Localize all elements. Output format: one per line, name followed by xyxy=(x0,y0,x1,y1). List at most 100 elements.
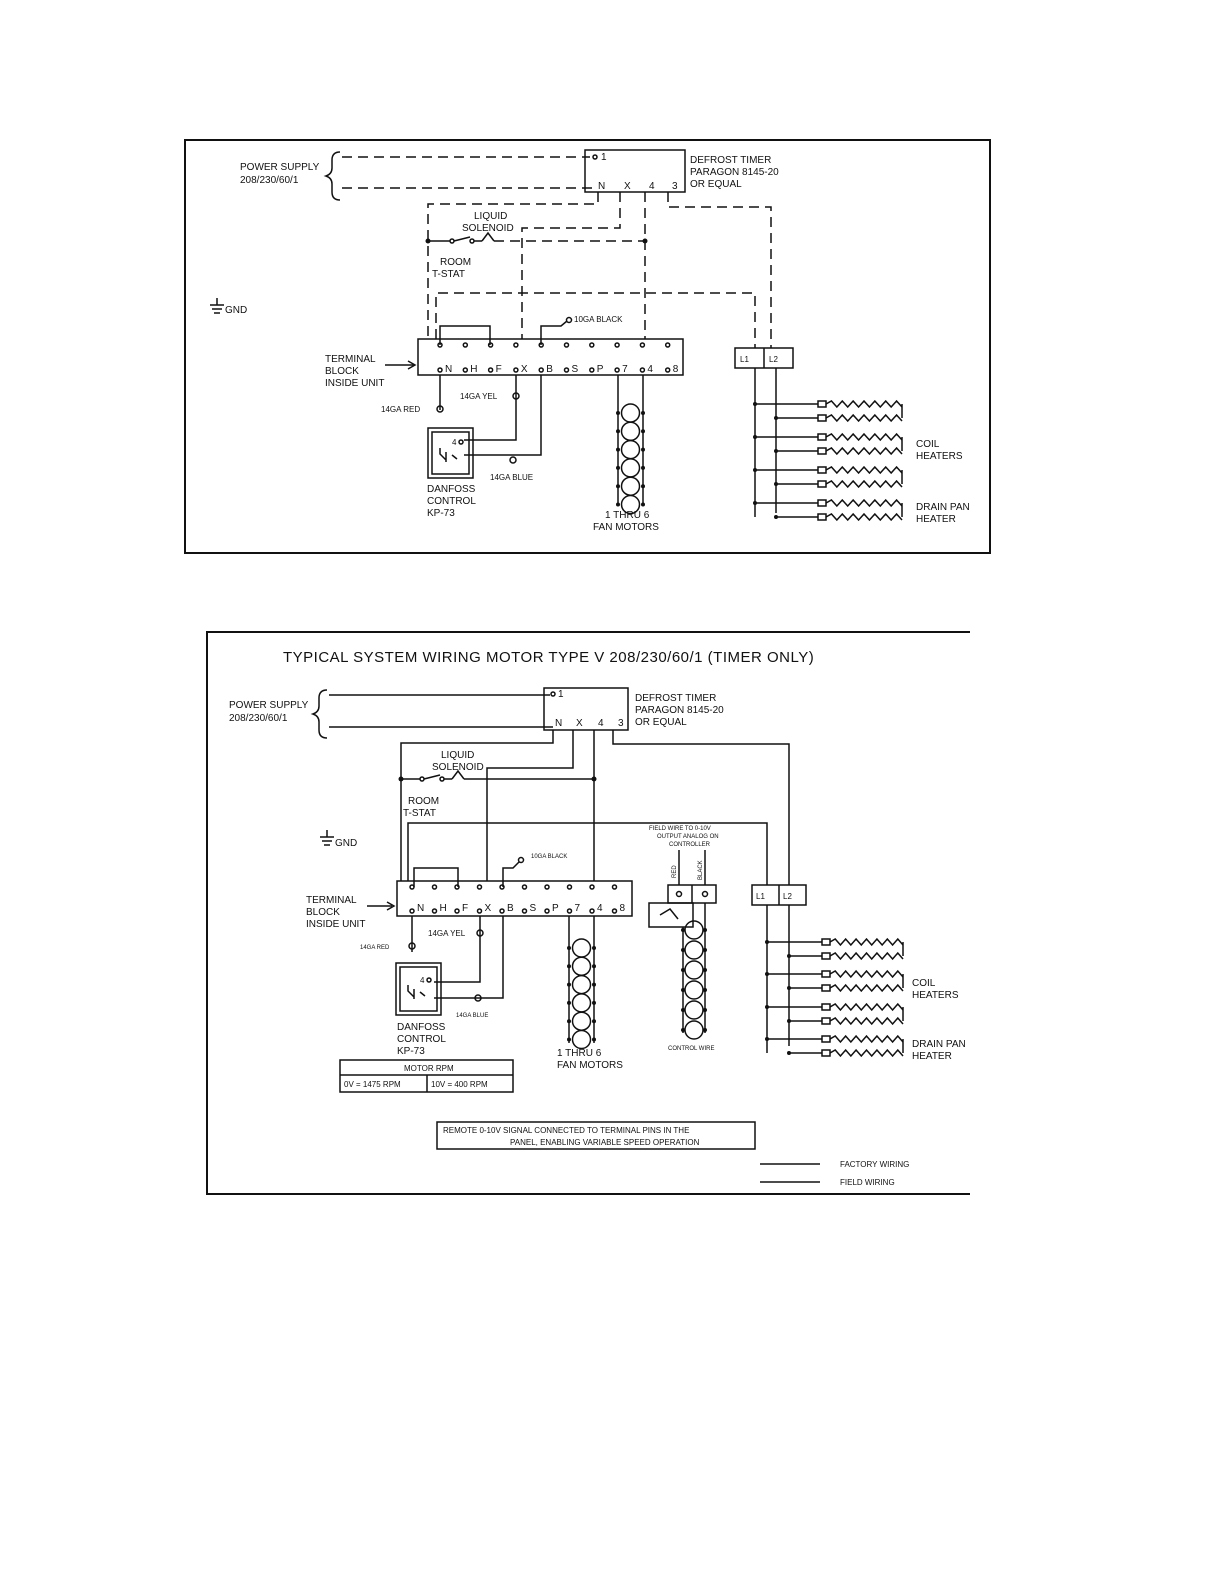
wire-14ga-yel-label-1: 14GA YEL xyxy=(460,392,498,401)
heater-terminal xyxy=(821,1017,831,1025)
heater-element xyxy=(829,1016,904,1026)
fan-junction xyxy=(681,948,685,952)
heater-element xyxy=(825,479,903,489)
wire-10ga-black-1 xyxy=(540,320,568,345)
danfoss-label-1c: KP-73 xyxy=(427,508,455,519)
legend-factory-wiring: FACTORY WIRING xyxy=(840,1160,909,1169)
terminal-label: P xyxy=(597,364,604,375)
heater-element xyxy=(829,937,904,947)
terminal-block-label-2b: BLOCK xyxy=(306,907,340,918)
fan-junction xyxy=(567,1000,571,1005)
terminal-label: 4 xyxy=(597,903,603,914)
heater-junction xyxy=(765,1005,769,1009)
fan-motor-icon xyxy=(684,980,704,1000)
fan-junction xyxy=(703,948,707,952)
fan-junction xyxy=(703,988,707,992)
terminal-label: 8 xyxy=(620,903,626,914)
junction-2b xyxy=(591,776,597,782)
heater-element xyxy=(825,432,903,442)
power-supply-label-1: POWER SUPPLY xyxy=(240,162,320,173)
contactor-l1-1: L1 xyxy=(740,355,749,364)
remote-note-box xyxy=(436,1121,756,1150)
heaters-2 xyxy=(765,937,904,1058)
wire-14ga-blue-end-2 xyxy=(474,994,482,1002)
remote-note-line-2: PANEL, ENABLING VARIABLE SPEED OPERATION xyxy=(510,1138,700,1147)
terminal-pin-top xyxy=(431,884,438,890)
heater-junction xyxy=(787,986,791,990)
fan-motor-icon xyxy=(620,494,641,515)
terminal-label: X xyxy=(521,364,528,375)
terminal-pin-top xyxy=(513,342,519,348)
terminal-pin-top xyxy=(521,884,528,890)
heater-terminal xyxy=(821,952,831,960)
fan-motor-icon xyxy=(620,403,641,423)
terminal-pin-bottom xyxy=(454,908,460,914)
terminal-pin-bottom xyxy=(538,367,544,373)
tstat-contact-2 xyxy=(419,776,425,782)
tstat-contact-1 xyxy=(449,238,455,244)
terminal-label: F xyxy=(462,903,468,914)
wire-10ga-black-label-1: 10GA BLACK xyxy=(574,315,623,324)
control-fans xyxy=(681,920,707,1040)
coil-heaters-label-1: COIL xyxy=(916,439,940,450)
fan-junction xyxy=(592,1019,596,1024)
wire-timer-x-2 xyxy=(486,730,574,881)
danfoss-control-outer-2 xyxy=(395,962,442,1016)
danfoss-contact-1 xyxy=(458,439,464,445)
timer-terminal-n-2: N xyxy=(555,718,562,729)
room-tstat-label-1b: T-STAT xyxy=(432,269,465,280)
heater-terminal xyxy=(817,433,827,441)
terminal-pin-bottom xyxy=(437,367,443,373)
liquid-solenoid-label-2b: SOLENOID xyxy=(432,762,484,773)
danfoss-pin-4-2: 4 xyxy=(420,976,425,985)
fan-motors-label-2b: FAN MOTORS xyxy=(557,1060,623,1071)
terminal-pin-top xyxy=(563,342,570,348)
defrost-timer-label-2: DEFROST TIMER xyxy=(635,693,716,704)
wire-timer-3-1 xyxy=(667,192,772,348)
timer-terminal-4: 4 xyxy=(649,181,655,192)
power-supply-label-2: POWER SUPPLY xyxy=(229,700,309,711)
control-wire-red-label: RED xyxy=(672,865,678,878)
fan-motor-icon xyxy=(684,1000,704,1020)
terminal-pin-bottom xyxy=(589,908,595,914)
fan-junction xyxy=(641,502,645,507)
control-terminal-a xyxy=(675,890,683,898)
terminal-pin-top xyxy=(589,342,595,348)
fan-motor-icon xyxy=(620,439,641,460)
heater-terminal xyxy=(821,938,831,946)
coil-heaters-label-1b: HEATERS xyxy=(916,451,963,462)
terminal-pin-bottom xyxy=(611,908,618,914)
terminal-pin-bottom xyxy=(431,908,438,914)
heater-terminal xyxy=(817,447,827,455)
tstat-contact-2b xyxy=(439,776,445,782)
heater-terminal xyxy=(817,513,827,521)
motor-rpm-cell-0v: 0V = 1475 RPM xyxy=(344,1080,401,1089)
heater-junction xyxy=(753,435,757,439)
diagram-2-title: TYPICAL SYSTEM WIRING MOTOR TYPE V 208/2… xyxy=(283,649,814,666)
defrost-timer-model-2: PARAGON 8145-20 xyxy=(635,705,724,716)
contactor-l2-1: L2 xyxy=(769,355,778,364)
jumper-n-h-2 xyxy=(413,867,459,887)
defrost-timer-model-1: PARAGON 8145-20 xyxy=(690,167,779,178)
wire-x-yel-2 xyxy=(434,916,481,983)
terminal-block-label-2c: INSIDE UNIT xyxy=(306,919,365,930)
heater-element xyxy=(829,951,904,961)
heater-junction xyxy=(753,501,757,505)
timer-terminal-1-2: 1 xyxy=(558,689,564,700)
jumper-n-h-1 xyxy=(439,325,491,345)
wire-timer-x-1 xyxy=(521,192,621,339)
contactor-l2-2: L2 xyxy=(783,892,792,901)
terminal-pin-top xyxy=(664,342,671,348)
wire-14ga-yel-end-2 xyxy=(476,929,484,937)
terminal-label: 7 xyxy=(622,364,628,375)
heater-junction xyxy=(774,449,778,453)
terminal-label: S xyxy=(530,903,537,914)
liquid-solenoid-label-2: LIQUID xyxy=(441,750,474,761)
timer-terminal-x: X xyxy=(624,181,631,192)
danfoss-label-1: DANFOSS xyxy=(427,484,476,495)
danfoss-control-inner-1 xyxy=(431,431,470,475)
terminal-pin-top xyxy=(462,342,469,348)
diagram-1: POWER SUPPLY 208/230/60/1 1 N X 4 3 DEFR… xyxy=(184,139,991,554)
fan-junction xyxy=(592,964,596,969)
room-tstat-label-1: ROOM xyxy=(440,257,471,268)
